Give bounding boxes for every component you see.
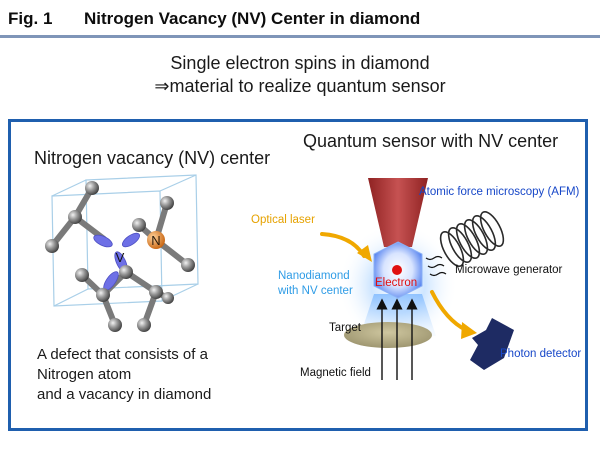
- carbon-atom: [149, 285, 163, 299]
- figure-header: Fig. 1 Nitrogen Vacancy (NV) Center in d…: [0, 0, 600, 38]
- figure-title: Nitrogen Vacancy (NV) Center in diamond: [84, 9, 421, 28]
- photon-detector-label: Photon detector: [500, 348, 582, 360]
- intro-text: Single electron spins in diamond ⇒materi…: [0, 52, 600, 98]
- target-label: Target: [329, 322, 361, 334]
- carbon-atom: [181, 258, 195, 272]
- header-divider: [0, 35, 600, 38]
- defect-line-1: A defect that consists of a: [37, 346, 208, 363]
- vacancy-label: V: [116, 250, 125, 265]
- photon-detector: [470, 318, 514, 370]
- electron-dot: [392, 265, 402, 275]
- carbon-atom: [108, 318, 122, 332]
- carbon-atom: [162, 292, 174, 304]
- nitrogen-atom: [147, 231, 165, 249]
- afm-label: Atomic force microscopy (AFM): [419, 186, 580, 198]
- carbon-atom: [68, 210, 82, 224]
- electron-label: Electron: [375, 277, 418, 289]
- nanodiamond-label-line-2: with NV center: [278, 285, 353, 297]
- defect-line-3: and a vacancy in diamond: [37, 386, 212, 403]
- nv-center-heading: Nitrogen vacancy (NV) center: [34, 148, 271, 168]
- nitrogen-label: N: [151, 233, 160, 248]
- carbon-atom: [137, 318, 151, 332]
- carbon-atom: [85, 181, 99, 195]
- afm-tip: [368, 178, 428, 247]
- nanodiamond-label: Nanodiamond with NV center: [278, 269, 353, 299]
- laser-arrow: [320, 232, 372, 262]
- laser-label: Optical laser: [251, 214, 315, 226]
- carbon-atom: [75, 268, 89, 282]
- figure-number: Fig. 1: [8, 9, 53, 28]
- microwave-waves: [425, 255, 447, 277]
- defect-description: A defect that consists of a Nitrogen ato…: [37, 345, 211, 405]
- carbon-atom: [45, 239, 59, 253]
- carbon-atom: [160, 196, 174, 210]
- target-disk: [344, 322, 432, 348]
- intro-line-2: ⇒material to realize quantum sensor: [154, 76, 446, 96]
- photon-arrow: [430, 290, 477, 339]
- magnetic-field-label: Magnetic field: [300, 367, 371, 379]
- microwave-label: Microwave generator: [455, 264, 563, 276]
- unit-cell-box: [51, 174, 199, 307]
- defect-line-2: Nitrogen atom: [37, 366, 132, 383]
- quantum-sensor-heading: Quantum sensor with NV center: [303, 131, 559, 151]
- intro-line-1: Single electron spins in diamond: [170, 53, 430, 73]
- microwave-coil: [439, 211, 505, 267]
- quantum-sensor-schematic: [320, 178, 514, 380]
- nanodiamond-label-line-1: Nanodiamond: [278, 270, 350, 282]
- carbon-atom: [132, 218, 146, 232]
- magnetic-field-arrows: [376, 298, 418, 380]
- carbon-atoms: [45, 181, 195, 332]
- carbon-atom: [119, 265, 133, 279]
- nv-crystal-structure: N V: [45, 174, 199, 332]
- content-frame: [8, 119, 588, 431]
- carbon-atom: [96, 288, 110, 302]
